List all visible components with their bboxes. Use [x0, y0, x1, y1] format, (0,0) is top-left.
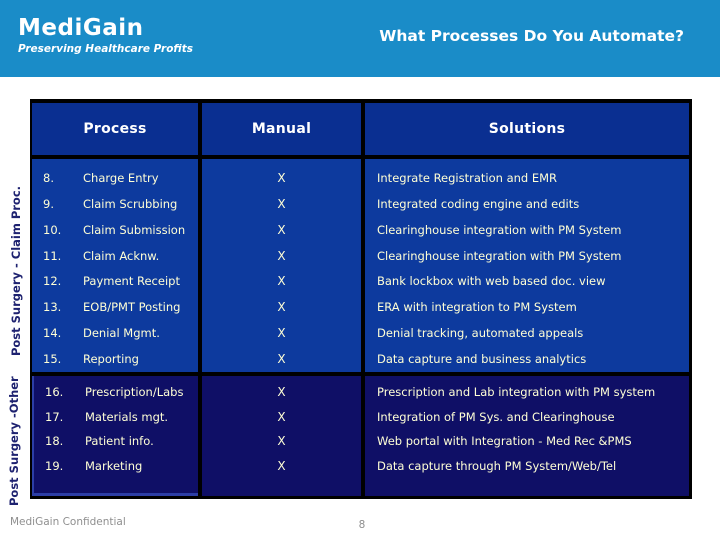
process-label: Claim Acknw.: [83, 248, 160, 263]
row-number: 19.: [45, 459, 64, 474]
process-cell: 16. Prescription/Labs: [34, 380, 198, 405]
process-label: EOB/PMT Posting: [83, 300, 181, 315]
row-number: 15.: [43, 352, 62, 367]
column-header-manual: Manual: [202, 103, 361, 155]
solution-text: Integrated coding engine and edits: [377, 196, 580, 211]
row-number: 18.: [45, 434, 64, 449]
manual-mark: X: [277, 459, 286, 474]
logo-block: MediGain Preserving Healthcare Profits: [18, 15, 193, 56]
solution-text: Clearinghouse integration with PM System: [377, 248, 622, 263]
logo-tagline: Preserving Healthcare Profits: [18, 43, 193, 56]
solution-text: Clearinghouse integration with PM System: [377, 222, 622, 237]
page-number: 8: [358, 519, 366, 531]
manual-mark: X: [277, 434, 286, 449]
manual-mark: X: [277, 409, 286, 424]
solution-text: Data capture through PM System/Web/Tel: [377, 459, 617, 474]
header-banner: MediGain Preserving Healthcare Profits W…: [0, 0, 720, 77]
section-1-process-col: 8. Charge Entry 9. Claim Scrubbing 10. Claim …: [32, 159, 198, 372]
slide-title: What Processes Do You Automate?: [379, 27, 684, 45]
row-number: 12.: [43, 274, 62, 289]
column-header-solutions: Solutions: [365, 103, 689, 155]
manual-mark: X: [277, 222, 286, 237]
manual-mark: X: [277, 196, 286, 211]
section-1-solutions-col: Integrate Registration and EMR Integrated…: [365, 159, 689, 372]
row-number: 11.: [43, 248, 62, 263]
process-cell: 15. Reporting: [32, 346, 198, 372]
process-label: Patient info.: [85, 434, 154, 449]
process-cell: 19. Marketing: [34, 454, 198, 479]
process-cell: 18. Patient info.: [34, 429, 198, 454]
row-number: 16.: [45, 385, 64, 400]
row-number: 13.: [43, 300, 62, 315]
manual-mark: X: [277, 300, 286, 315]
manual-mark: X: [277, 352, 286, 367]
process-cell: 11. Claim Acknw.: [32, 243, 198, 269]
process-cell: 17. Materials mgt.: [34, 405, 198, 430]
process-cell: 14. Denial Mgmt.: [32, 320, 198, 346]
process-cell: 13. EOB/PMT Posting: [32, 294, 198, 320]
logo-title: MediGain: [18, 15, 144, 41]
solution-text: Integration of PM Sys. and Clearinghouse: [377, 409, 615, 424]
solution-text: Denial tracking, automated appeals: [377, 326, 584, 341]
row-number: 17.: [45, 409, 64, 424]
solution-text: Web portal with Integration - Med Rec &P…: [377, 434, 632, 449]
process-cell: 12. Payment Receipt: [32, 269, 198, 295]
manual-mark: X: [277, 274, 286, 289]
confidential-note: MediGain Confidential: [10, 516, 126, 528]
process-label: Prescription/Labs: [85, 385, 184, 400]
process-label: Claim Submission: [83, 222, 186, 237]
manual-mark: X: [277, 248, 286, 263]
process-label: Claim Scrubbing: [83, 196, 178, 211]
row-number: 8.: [43, 170, 54, 185]
manual-mark: X: [277, 326, 286, 341]
column-header-process: Process: [32, 103, 198, 155]
row-number: 9.: [43, 196, 54, 211]
section-2-solutions-col: Prescription and Lab integration with PM…: [365, 376, 689, 496]
side-label-claim-processing: Post Surgery - Claim Proc.: [9, 185, 23, 357]
process-cell: 9. Claim Scrubbing: [32, 191, 198, 217]
process-label: Marketing: [85, 459, 143, 474]
process-cell: 10. Claim Submission: [32, 217, 198, 243]
side-label-other: Post Surgery -Other: [7, 376, 21, 506]
row-number: 10.: [43, 222, 62, 237]
solution-text: Integrate Registration and EMR: [377, 170, 558, 185]
manual-mark: X: [277, 170, 286, 185]
row-number: 14.: [43, 326, 62, 341]
solution-text: Data capture and business analytics: [377, 352, 587, 367]
manual-mark: X: [277, 385, 286, 400]
solution-text: Prescription and Lab integration with PM…: [377, 385, 656, 400]
process-label: Materials mgt.: [85, 409, 169, 424]
process-label: Charge Entry: [83, 170, 159, 185]
process-cell: 8. Charge Entry: [32, 165, 198, 191]
process-label: Payment Receipt: [83, 274, 180, 289]
solution-text: Bank lockbox with web based doc. view: [377, 274, 606, 289]
section-2-process-col: 16. Prescription/Labs 17. Materials mgt. 18.…: [32, 376, 198, 496]
solution-text: ERA with integration to PM System: [377, 300, 577, 315]
process-label: Reporting: [83, 352, 139, 367]
process-label: Denial Mgmt.: [83, 326, 160, 341]
process-automation-table: Process Manual Solutions 8. Charge Entry 9…: [30, 99, 692, 499]
